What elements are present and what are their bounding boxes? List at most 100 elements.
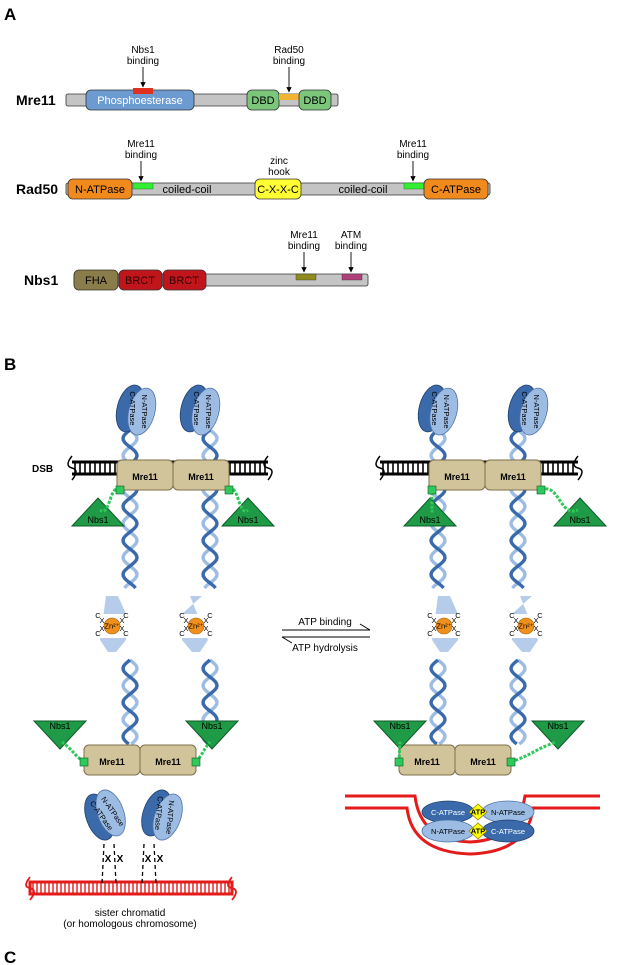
n-atpase-label: N-ATPase: [532, 395, 541, 429]
blocked-contact-x: X: [105, 854, 112, 865]
nbs1-mre11-contact: [79, 757, 89, 767]
nbs1-label: Nbs1: [419, 515, 440, 525]
rad50-helix-light: [429, 428, 447, 590]
nbs1-brct1-domain: [118, 269, 163, 291]
mre11-label: Mre11: [470, 757, 496, 767]
x-residue-label: C: [455, 611, 461, 620]
atp-hydrolysis-label: ATP hydrolysis: [292, 643, 358, 654]
n-atpase-lobe: [127, 387, 157, 436]
nbs1-body: [530, 720, 586, 750]
cysteine-label: C: [509, 629, 515, 638]
panel-b-letter: B: [4, 355, 16, 374]
nbs1-atm-binding-site: [341, 273, 363, 281]
cysteine-label: C: [179, 611, 185, 620]
x-residue-label: C: [207, 629, 213, 638]
rad50-zinc-hook-annotation-2: hook: [268, 167, 291, 178]
x-residue-label: C: [123, 629, 129, 638]
nbs1-fha-label: FHA: [85, 275, 108, 287]
x-residue-label: C: [537, 629, 543, 638]
nbs1-label: Nbs1: [49, 721, 70, 731]
sister-chromatid-label-2: (or homologous chromosome): [63, 919, 196, 930]
zinc-ion: [103, 617, 121, 635]
nbs1-linker: [510, 740, 557, 764]
cysteine-label: X: [119, 624, 124, 633]
nbs1-brct1-label: BRCT: [125, 275, 155, 287]
zinc-ion: [517, 617, 535, 635]
nbs1-triangle: Nbs1: [32, 720, 88, 750]
nbs1-label: Nbs1: [201, 721, 222, 731]
nbs1-triangle: Nbs1: [552, 497, 608, 527]
rad50-coiled-coil-1: coiled-coil: [163, 184, 212, 196]
mre11-label: Mre11: [444, 472, 470, 482]
n-atpase-label: N-ATPase: [431, 827, 465, 836]
nbs1-mre11-contact: [506, 757, 516, 767]
nbs1-brct2-label: BRCT: [169, 275, 199, 287]
x-residue-label: X: [203, 616, 208, 625]
mre11-dbd2-domain: [298, 89, 332, 111]
c-atpase-label: C-ATPase: [431, 808, 465, 817]
nbs1-triangle: Nbs1: [70, 497, 126, 527]
atp-diamond: [468, 822, 488, 840]
rad50-coils-layer: [121, 428, 527, 746]
dsb-label: DSB: [32, 464, 53, 475]
x-residue-label: C: [455, 629, 461, 638]
rad50-mre11-binding-site-right: [403, 182, 425, 190]
nbs1-mre11-contact: [427, 485, 437, 495]
rad50-zinc-hook-domain: [254, 178, 302, 200]
dna-end-right: [573, 455, 583, 481]
nbs1-triangle: Nbs1: [530, 720, 586, 750]
rad50-c-atpase-label: C-ATPase: [431, 184, 481, 196]
nbs1-mre11-binding-annotation-2: binding: [288, 241, 320, 252]
x-residue-label: X: [183, 616, 188, 625]
nbs1-triangle: Nbs1: [184, 720, 240, 750]
mre11-dbd2-label: DBD: [303, 95, 326, 107]
nbs1-body: [220, 497, 276, 527]
nbs1-brct2-domain: [162, 269, 207, 291]
cysteine-label: C: [509, 611, 515, 620]
rad50-n-atpase-label: N-ATPase: [75, 184, 125, 196]
nbs1-label: Nbs1: [237, 515, 258, 525]
atp-binding-label: ATP binding: [298, 617, 352, 628]
rad50-mre11-binding-left-annotation-1: Mre11: [127, 139, 155, 150]
nbs1-label: Nbs1: [87, 515, 108, 525]
mre11-label: Mre11: [500, 472, 526, 482]
rad50-label: Rad50: [16, 181, 58, 197]
dna-end-right: [263, 455, 273, 481]
cysteine-label: X: [533, 624, 538, 633]
cysteine-label: X: [203, 624, 208, 633]
rad50-coiled-coil: [121, 428, 139, 590]
mre11-rad50-binding-annotation-1: Rad50: [274, 45, 304, 56]
rad50-hook-label: C-X-X-C: [257, 184, 299, 196]
rad50-helix-dark: [429, 658, 447, 746]
panel-c-letter: C: [4, 948, 16, 965]
nbs1-mre11-contact: [536, 485, 546, 495]
n-atpase-lobe: [95, 789, 126, 837]
atp-label: ATP: [471, 808, 485, 817]
rad50-helix-light: [509, 658, 527, 746]
atp-diamond: [468, 803, 488, 821]
nbs1-body: [402, 497, 458, 527]
engaged-red-dna: [345, 794, 600, 856]
blocked-contact-x: X: [157, 854, 164, 865]
x-residue-label: X: [183, 624, 188, 633]
mre11-nbs1-binding-annotation-1: Nbs1: [131, 45, 155, 56]
nbs1-linker: [540, 487, 579, 513]
nbs1-atm-binding-annotation-1: ATM: [341, 230, 361, 241]
nbs1-body: [184, 720, 240, 750]
x-residue-label: X: [119, 616, 124, 625]
n-atpase-lobe: [152, 793, 183, 841]
nbs1-label: Nbs1: [547, 721, 568, 731]
rad50-helix-light: [201, 428, 219, 590]
rad50-helix-dark: [201, 428, 219, 590]
rad50-mre11-binding-right-annotation-1: Mre11: [399, 139, 427, 150]
n-atpase-label: N-ATPase: [204, 395, 213, 429]
